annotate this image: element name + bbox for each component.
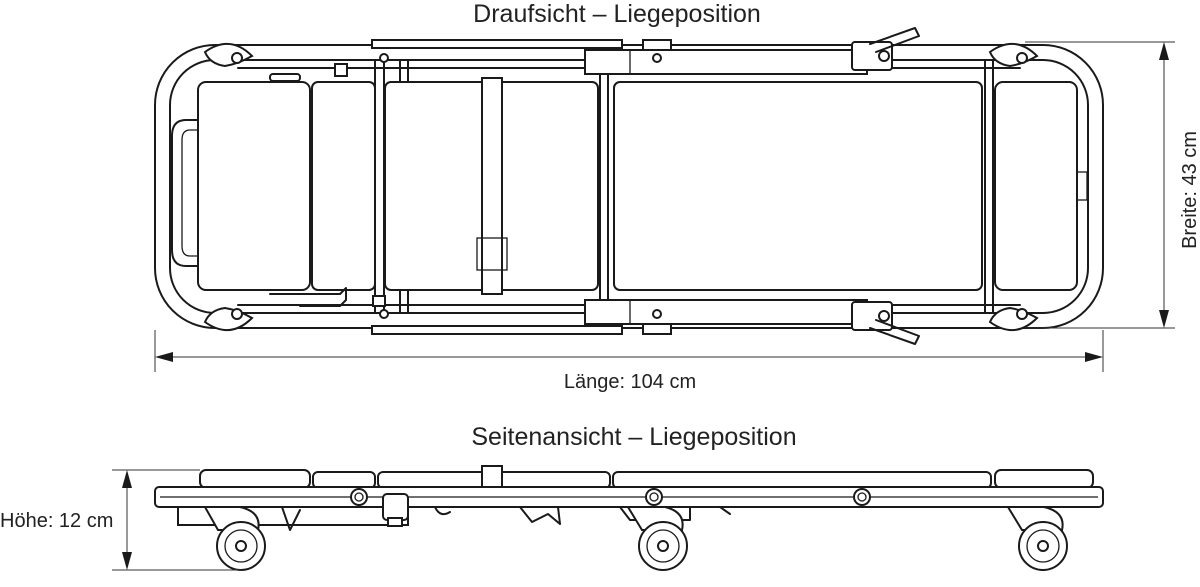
caster-top-left-lower: [203, 306, 254, 331]
cushions: [197, 81, 1088, 291]
side-caster-middle: [626, 506, 688, 571]
lower-cushion: [613, 81, 983, 291]
side-cushions: [199, 465, 1094, 489]
side-caster-right: [1006, 506, 1068, 571]
height-label: Höhe: 12 cm: [0, 510, 113, 532]
side-bolts: [350, 488, 871, 506]
side-caster-left: [203, 506, 266, 571]
length-label: Länge: 104 cm: [564, 371, 696, 393]
foot-cushion: [994, 81, 1078, 291]
caster-top-right-lower: [988, 306, 1039, 331]
width-dimension: Breite: 43 cm: [1025, 41, 1200, 329]
side-view: Seitenansicht – Liegeposition: [0, 423, 1104, 571]
side-rails: [371, 39, 868, 335]
length-dimension: Länge: 104 cm: [154, 330, 1104, 393]
upper-cushion: [311, 81, 376, 291]
head-cushion: [197, 81, 311, 291]
top-view: Draufsicht – Liegeposition: [154, 0, 1200, 393]
locking-levers: [851, 27, 920, 345]
caster-top-right-upper: [988, 43, 1039, 68]
width-label: Breite: 43 cm: [1179, 131, 1200, 249]
casters-top: [203, 43, 1039, 331]
height-dimension: Höhe: 12 cm: [0, 469, 241, 571]
top-view-title: Draufsicht – Liegeposition: [473, 0, 761, 28]
head-handle: [171, 119, 201, 267]
latch-details: [269, 63, 386, 307]
side-view-title: Seitenansicht – Liegeposition: [471, 423, 796, 451]
caster-top-left-upper: [203, 43, 254, 68]
frame-outer: [154, 44, 1104, 329]
strap: [476, 77, 508, 295]
